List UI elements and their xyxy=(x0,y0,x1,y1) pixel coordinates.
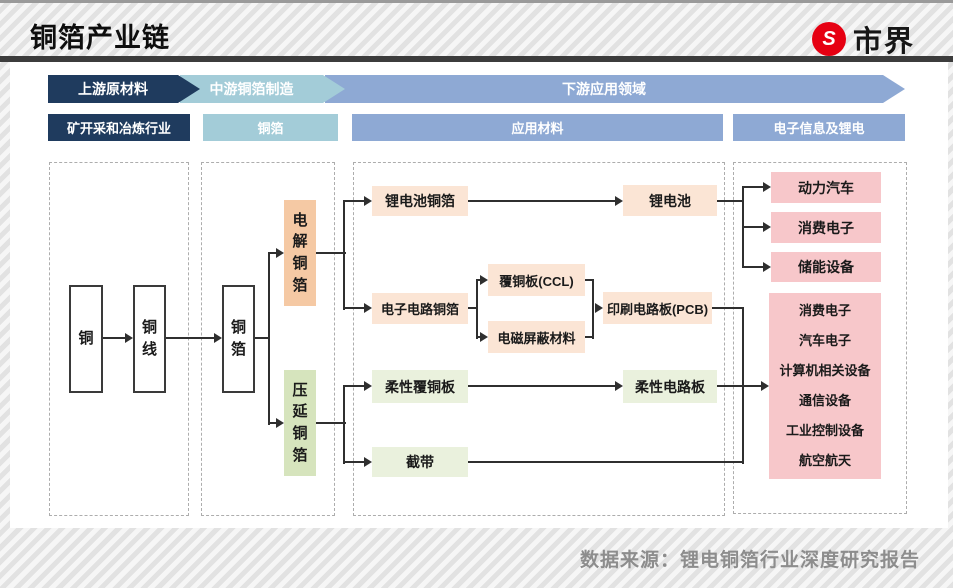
arrowhead-icon xyxy=(615,196,623,206)
node-strip: 截带 xyxy=(372,447,468,477)
node-label: 铜 xyxy=(78,330,94,348)
node-lithium-battery: 锂电池 xyxy=(623,185,717,216)
category-electronics-lithium: 电子信息及锂电 xyxy=(733,114,905,141)
flow-line xyxy=(742,186,744,268)
flow-line xyxy=(743,186,765,188)
node-ev: 动力汽车 xyxy=(771,172,881,203)
flow-line xyxy=(468,461,744,463)
stage-arrow-midstream: 中游铜箔制造 xyxy=(180,75,345,103)
title-divider-bar xyxy=(0,56,953,62)
node-consumer-electronics: 消费电子 xyxy=(771,212,881,243)
stage-arrow-downstream: 下游应用领域 xyxy=(325,75,905,103)
arrowhead-icon xyxy=(364,457,372,467)
node-copper-foil: 铜箔 xyxy=(222,285,255,393)
arrowhead-icon xyxy=(276,418,284,428)
flow-line xyxy=(468,200,618,202)
flow-line xyxy=(343,200,345,310)
arrowhead-icon xyxy=(364,196,372,206)
flow-line xyxy=(743,385,763,387)
flow-line xyxy=(344,307,366,309)
arrowhead-icon xyxy=(595,303,603,313)
flow-line xyxy=(717,200,744,202)
node-flex-ccl: 柔性覆铜板 xyxy=(372,370,468,403)
node-rolled-foil: 压延铜箔 xyxy=(284,370,316,476)
category-mining: 矿开采和冶炼行业 xyxy=(48,114,190,141)
stage-arrow-upstream: 上游原材料 xyxy=(48,75,200,103)
arrowhead-icon xyxy=(763,222,771,232)
node-ccl: 覆铜板(CCL) xyxy=(488,264,585,296)
page-title: 铜箔产业链 xyxy=(30,23,170,53)
arrowhead-icon xyxy=(480,332,488,342)
flow-line xyxy=(268,422,278,424)
group-applications xyxy=(733,162,907,514)
flow-line xyxy=(344,385,366,387)
flow-line xyxy=(268,252,278,254)
node-flex-pcb: 柔性电路板 xyxy=(623,370,717,403)
arrowhead-icon xyxy=(214,333,222,343)
arrowhead-icon xyxy=(761,381,769,391)
flow-line xyxy=(742,307,744,464)
arrowhead-icon xyxy=(480,275,488,285)
application-item: 汽车电子 xyxy=(798,333,851,348)
data-source-note: 数据来源：锂电铜箔行业深度研究报告 xyxy=(579,550,920,571)
category-applied-materials: 应用材料 xyxy=(352,114,723,141)
shijie-logo-icon: S xyxy=(812,22,846,56)
arrowhead-icon xyxy=(763,262,771,272)
application-item: 工业控制设备 xyxy=(785,423,864,438)
node-pcb: 印刷电路板(PCB) xyxy=(603,292,712,324)
flow-line xyxy=(468,307,478,309)
flow-line xyxy=(344,200,366,202)
application-item: 计算机相关设备 xyxy=(779,363,871,378)
node-electrolytic-foil: 电解铜箔 xyxy=(284,200,316,306)
node-circuit-foil: 电子电路铜箔 xyxy=(372,293,468,324)
arrowhead-icon xyxy=(364,303,372,313)
application-item: 航空航天 xyxy=(798,453,851,468)
arrowhead-icon xyxy=(364,381,372,391)
arrowhead-icon xyxy=(276,248,284,258)
node-label: 铜线 xyxy=(141,319,157,358)
flow-line xyxy=(343,385,345,464)
flow-line xyxy=(592,279,594,339)
flow-line xyxy=(468,385,618,387)
flow-line xyxy=(743,266,765,268)
node-energy-storage: 储能设备 xyxy=(771,252,881,282)
flow-line xyxy=(268,252,270,425)
flow-line xyxy=(316,252,346,254)
flow-line xyxy=(344,461,366,463)
node-label: 铜箔 xyxy=(230,319,246,358)
flow-line xyxy=(476,279,478,339)
node-copper-wire: 铜线 xyxy=(133,285,166,393)
arrowhead-icon xyxy=(763,182,771,192)
shijie-logo-text: 市界 xyxy=(853,26,916,58)
flow-line xyxy=(585,336,594,338)
node-copper: 铜 xyxy=(69,285,103,393)
group-copper-foil xyxy=(201,162,335,516)
arrowhead-icon xyxy=(615,381,623,391)
node-battery-foil: 锂电池铜箔 xyxy=(372,186,468,216)
flow-line xyxy=(712,307,744,309)
node-application-list: 消费电子 汽车电子 计算机相关设备 通信设备 工业控制设备 航空航天 xyxy=(769,293,881,479)
flow-line xyxy=(255,337,270,339)
node-label: 压延铜箔 xyxy=(292,381,308,464)
flow-line xyxy=(476,336,482,338)
application-item: 消费电子 xyxy=(798,303,851,318)
flow-line xyxy=(476,279,482,281)
node-label: 电解铜箔 xyxy=(292,211,308,294)
flow-line xyxy=(585,279,594,281)
group-raw-materials xyxy=(49,162,189,516)
flow-line xyxy=(717,385,744,387)
flow-line xyxy=(166,337,216,339)
flow-line xyxy=(316,422,346,424)
flow-line xyxy=(743,226,765,228)
shijie-logo: S 市界 xyxy=(812,18,915,60)
group-applied-materials xyxy=(353,162,725,516)
category-copper-foil: 铜箔 xyxy=(203,114,338,141)
flow-line xyxy=(103,337,127,339)
node-emi-material: 电磁屏蔽材料 xyxy=(488,321,585,353)
arrowhead-icon xyxy=(125,333,133,343)
top-edge-strip xyxy=(0,0,953,3)
application-item: 通信设备 xyxy=(798,393,851,408)
